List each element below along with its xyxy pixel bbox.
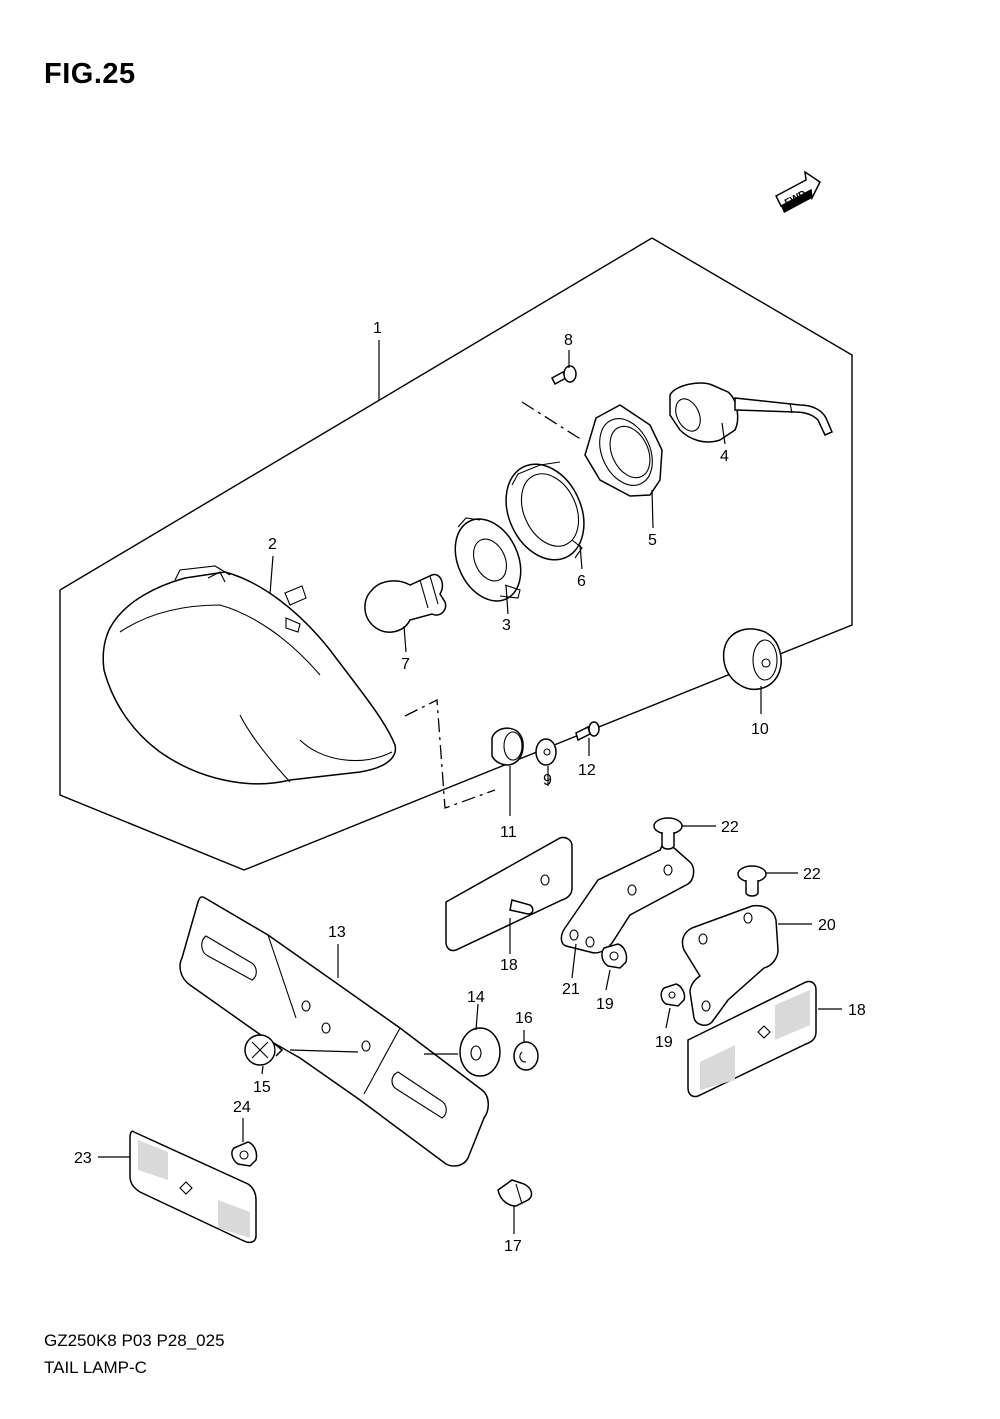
callout-22-lower: 22 (803, 866, 821, 883)
clip-17 (497, 1179, 533, 1207)
washer-9 (535, 738, 557, 766)
callout-12: 12 (578, 762, 596, 779)
callout-13: 13 (328, 924, 346, 941)
callout-3: 3 (502, 617, 511, 634)
callout-15: 15 (253, 1079, 271, 1096)
collar-16 (513, 1041, 539, 1071)
callout-23: 23 (74, 1150, 92, 1167)
gasket (584, 404, 663, 497)
callout-10: 10 (751, 721, 769, 738)
reflector-upper (445, 836, 573, 952)
callout-19-lower: 19 (655, 1034, 673, 1051)
lock-ring (505, 461, 585, 561)
callout-19-upper: 19 (596, 996, 614, 1013)
bracket-21 (560, 838, 695, 954)
callout-22-upper: 22 (721, 819, 739, 836)
grommet-10 (722, 628, 782, 691)
callout-4: 4 (720, 448, 729, 465)
screw-12 (575, 721, 600, 742)
nut-19-lower (660, 983, 686, 1007)
callout-20: 20 (818, 917, 836, 934)
grommet-11 (491, 727, 524, 766)
callout-16: 16 (515, 1010, 533, 1027)
callout-7: 7 (401, 656, 410, 673)
callout-18-upper: 18 (500, 957, 518, 974)
callout-2: 2 (268, 536, 277, 553)
callout-24: 24 (233, 1099, 251, 1116)
screw-8 (551, 365, 577, 386)
callout-21: 21 (562, 981, 580, 998)
callout-17: 17 (504, 1238, 522, 1255)
reflector-left (129, 1130, 257, 1244)
reflector-right (687, 980, 817, 1098)
callout-6: 6 (577, 573, 586, 590)
nut-19-upper (601, 943, 628, 969)
section-name: TAIL LAMP-C (44, 1358, 147, 1377)
callout-9: 9 (543, 772, 552, 789)
socket-plate (454, 517, 522, 602)
bolt-22-upper (653, 817, 683, 850)
callout-1: 1 (373, 320, 382, 337)
license-bracket (179, 896, 489, 1167)
figure-title: FIG.25 (44, 58, 136, 90)
bracket-20 (681, 904, 779, 1026)
damper-14 (459, 1027, 501, 1077)
bolt-22-lower (737, 865, 767, 897)
bulb (364, 573, 447, 633)
nut-24 (231, 1141, 258, 1167)
leader-lines (98, 340, 842, 1234)
bulb-socket (669, 382, 833, 443)
model-code: GZ250K8 P03 P28_025 (44, 1331, 225, 1350)
callout-8: 8 (564, 332, 573, 349)
callout-18-right: 18 (848, 1002, 866, 1019)
callout-11: 11 (500, 824, 517, 841)
screw-15 (244, 1034, 284, 1066)
callout-14: 14 (467, 989, 485, 1006)
callout-5: 5 (648, 532, 657, 549)
tail-lamp-lens (102, 565, 397, 785)
fwd-arrow-icon: FWD (775, 170, 821, 213)
